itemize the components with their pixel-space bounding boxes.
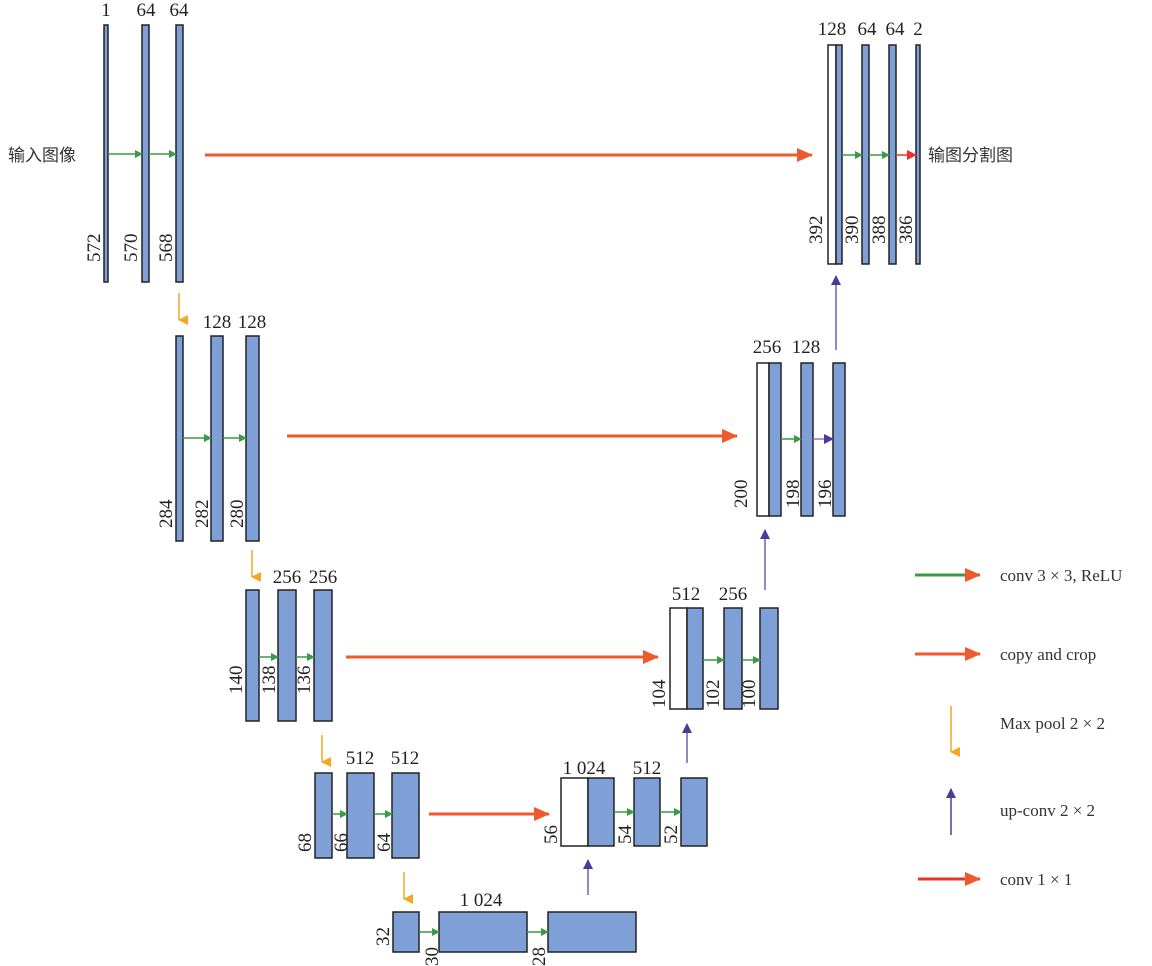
feature-map: [392, 911, 420, 953]
channel-label: 1 024: [563, 758, 606, 779]
legend-maxpool-label: Max pool 2 × 2: [1000, 714, 1105, 733]
feature-map: [314, 772, 333, 859]
size-label: 102: [703, 680, 724, 709]
channel-label: 2: [913, 19, 923, 40]
size-label: 196: [815, 480, 836, 509]
size-label: 54: [615, 825, 636, 845]
channel-label: 256: [309, 567, 338, 588]
channel-label: 256: [273, 567, 302, 588]
feature-map: [313, 589, 333, 722]
size-labels: 572 570 568 284 282 280 140 138 136 68 6…: [84, 216, 917, 966]
copied-feature-map: [827, 44, 837, 265]
channel-label: 512: [391, 748, 420, 769]
feature-map: [245, 589, 260, 722]
size-label: 100: [739, 680, 760, 709]
feature-map: [680, 777, 708, 847]
size-label: 104: [649, 679, 670, 708]
channel-label: 1 024: [460, 890, 503, 911]
size-label: 200: [731, 480, 752, 509]
feature-map: [759, 607, 779, 710]
copied-feature-map: [669, 607, 688, 710]
channel-label: 256: [753, 337, 782, 358]
feature-map: [141, 24, 150, 283]
size-label: 280: [227, 500, 248, 529]
feature-map: [175, 24, 184, 283]
feature-map: [587, 777, 615, 847]
arrows: [108, 148, 917, 936]
size-label: 572: [84, 234, 105, 263]
size-label: 64: [374, 833, 395, 853]
feature-map: [861, 44, 870, 265]
channel-label: 128: [818, 19, 847, 40]
size-label: 66: [331, 833, 352, 852]
size-label: 570: [121, 234, 142, 263]
size-label: 388: [869, 216, 890, 245]
channel-label: 256: [719, 584, 748, 605]
copied-feature-map: [756, 362, 770, 517]
feature-map: [175, 335, 184, 542]
feature-map: [438, 911, 528, 953]
legend-conv1x1-label: conv 1 × 1: [1000, 870, 1072, 889]
size-label: 386: [896, 216, 917, 245]
size-label: 198: [783, 480, 804, 509]
feature-maps: [103, 24, 921, 953]
feature-map: [888, 44, 897, 265]
output-label: 输图分割图: [928, 146, 1013, 166]
input-label: 输入图像: [8, 146, 76, 166]
size-label: 136: [294, 666, 315, 695]
size-label: 140: [226, 666, 247, 695]
channel-label: 64: [886, 19, 906, 40]
copied-feature-map: [560, 777, 589, 847]
size-label: 32: [373, 927, 394, 946]
size-label: 282: [192, 500, 213, 529]
channel-label: 1: [101, 0, 111, 21]
feature-map: [768, 362, 782, 517]
legend: conv 3 × 3, ReLU copy and crop Max pool …: [915, 566, 1122, 889]
size-label: 28: [529, 947, 550, 966]
feature-map: [346, 772, 375, 859]
size-label: 568: [156, 234, 177, 263]
channel-label: 128: [203, 312, 232, 333]
feature-map: [686, 607, 704, 710]
channel-label: 128: [792, 337, 821, 358]
legend-copy-label: copy and crop: [1000, 645, 1096, 664]
feature-map: [391, 772, 420, 859]
channel-label: 64: [170, 0, 190, 21]
size-label: 138: [259, 666, 280, 695]
legend-conv-label: conv 3 × 3, ReLU: [1000, 566, 1122, 585]
channel-label: 64: [858, 19, 878, 40]
feature-map: [633, 777, 661, 847]
channel-label: 512: [346, 748, 375, 769]
legend-upconv-label: up-conv 2 × 2: [1000, 801, 1095, 820]
size-label: 30: [422, 947, 443, 966]
channel-label: 128: [238, 312, 267, 333]
channel-label: 512: [633, 758, 662, 779]
size-label: 56: [541, 825, 562, 844]
channel-label: 64: [137, 0, 157, 21]
size-label: 392: [806, 216, 827, 245]
size-label: 68: [295, 833, 316, 852]
size-label: 284: [156, 499, 177, 528]
size-label: 52: [661, 825, 682, 844]
size-label: 390: [842, 216, 863, 245]
feature-map: [277, 589, 297, 722]
feature-map: [547, 911, 637, 953]
channel-label: 512: [672, 584, 701, 605]
